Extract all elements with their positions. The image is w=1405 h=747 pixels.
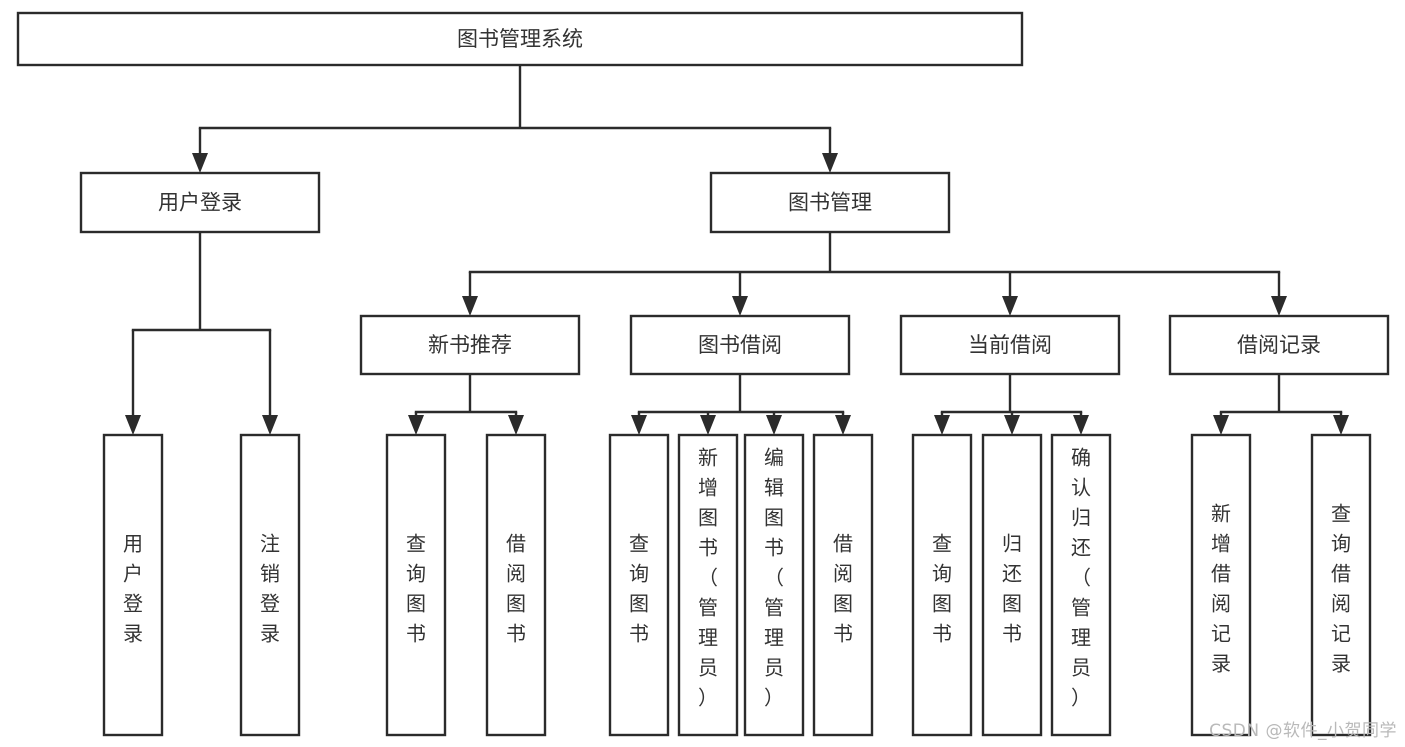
arrow-head-icon-leaf-add-borrow-record (1213, 415, 1229, 435)
node-leaf-logout[interactable]: 注销登录 (239, 433, 301, 737)
node-box-leaf-return-book[interactable] (981, 433, 1043, 737)
node-box-leaf-query-book-recommend[interactable] (385, 433, 447, 737)
node-box-leaf-borrow-book-recommend[interactable] (485, 433, 547, 737)
node-leaf-user-login[interactable]: 用户登录 (102, 433, 164, 737)
node-label-leaf-return-book: 归还图书 (1002, 532, 1022, 646)
arrow-head-icon-leaf-borrow-book-recommend (508, 415, 524, 435)
node-label-current-borrow: 当前借阅 (968, 333, 1052, 357)
node-label-leaf-query-book-recommend: 查询图书 (406, 532, 426, 646)
arrow-head-icon-leaf-edit-book (766, 415, 782, 435)
node-box-leaf-add-book[interactable] (677, 433, 739, 737)
node-book-management[interactable]: 图书管理 (709, 171, 951, 234)
node-box-new-book-recommend[interactable] (359, 314, 581, 376)
arrow-head-icon-leaf-confirm-return (1073, 415, 1089, 435)
node-box-current-borrow[interactable] (899, 314, 1121, 376)
arrow-head-icon-borrow-record (1271, 296, 1287, 316)
node-root[interactable]: 图书管理系统 (16, 11, 1024, 67)
arrow-head-icon-book-borrow (732, 296, 748, 316)
node-leaf-query-book-recommend[interactable]: 查询图书 (385, 433, 447, 737)
arrow-head-icon-leaf-query-borrow-record (1333, 415, 1349, 435)
node-label-book-management: 图书管理 (788, 191, 872, 215)
node-user-login[interactable]: 用户登录 (79, 171, 321, 234)
node-label-leaf-add-borrow-record: 新增借阅记录 (1211, 502, 1231, 676)
node-borrow-record[interactable]: 借阅记录 (1168, 314, 1390, 376)
node-leaf-query-borrow-record[interactable]: 查询借阅记录 (1310, 433, 1372, 737)
arrow-head-icon-leaf-user-login (125, 415, 141, 435)
arrow-head-icon-leaf-return-book (1004, 415, 1020, 435)
connectors-layer (125, 65, 1349, 435)
node-box-leaf-borrow-book[interactable] (812, 433, 874, 737)
node-leaf-query-book[interactable]: 查询图书 (608, 433, 670, 737)
node-box-leaf-add-borrow-record[interactable] (1190, 433, 1252, 737)
node-label-leaf-logout: 注销登录 (260, 532, 280, 646)
node-box-leaf-query-borrow-record[interactable] (1310, 433, 1372, 737)
node-book-borrow[interactable]: 图书借阅 (629, 314, 851, 376)
node-box-leaf-query-book[interactable] (608, 433, 670, 737)
node-label-borrow-record: 借阅记录 (1237, 333, 1321, 357)
node-label-leaf-query-borrow-record: 查询借阅记录 (1331, 502, 1351, 676)
node-label-leaf-edit-book: 编辑图书（管理员） (764, 446, 784, 710)
arrow-head-icon-leaf-borrow-book (835, 415, 851, 435)
node-box-book-management[interactable] (709, 171, 951, 234)
node-label-leaf-query-book: 查询图书 (629, 532, 649, 646)
node-box-book-borrow[interactable] (629, 314, 851, 376)
node-leaf-confirm-return[interactable]: 确认归还（管理员） (1050, 433, 1112, 737)
arrow-head-icon-leaf-query-book-current (934, 415, 950, 435)
node-leaf-borrow-book-recommend[interactable]: 借阅图书 (485, 433, 547, 737)
node-label-user-login: 用户登录 (158, 191, 242, 215)
node-label-leaf-borrow-book-recommend: 借阅图书 (506, 532, 526, 646)
node-box-borrow-record[interactable] (1168, 314, 1390, 376)
node-current-borrow[interactable]: 当前借阅 (899, 314, 1121, 376)
arrow-head-icon-leaf-query-book (631, 415, 647, 435)
node-box-leaf-edit-book[interactable] (743, 433, 805, 737)
node-label-leaf-confirm-return: 确认归还（管理员） (1071, 446, 1091, 710)
nodes-layer: 图书管理系统用户登录图书管理新书推荐图书借阅当前借阅借阅记录用户登录注销登录查询… (16, 11, 1390, 737)
node-label-leaf-query-book-current: 查询图书 (932, 532, 952, 646)
node-leaf-add-borrow-record[interactable]: 新增借阅记录 (1190, 433, 1252, 737)
arrow-head-icon-book-management (822, 153, 838, 173)
node-leaf-query-book-current[interactable]: 查询图书 (911, 433, 973, 737)
node-label-leaf-borrow-book: 借阅图书 (833, 532, 853, 646)
arrow-head-icon-leaf-query-book-recommend (408, 415, 424, 435)
node-label-leaf-add-book: 新增图书（管理员） (698, 446, 718, 710)
node-leaf-borrow-book[interactable]: 借阅图书 (812, 433, 874, 737)
node-label-book-borrow: 图书借阅 (698, 333, 782, 357)
arrow-head-icon-current-borrow (1002, 296, 1018, 316)
node-box-leaf-logout[interactable] (239, 433, 301, 737)
node-box-root[interactable] (16, 11, 1024, 67)
node-box-leaf-query-book-current[interactable] (911, 433, 973, 737)
node-new-book-recommend[interactable]: 新书推荐 (359, 314, 581, 376)
arrow-head-icon-leaf-logout (262, 415, 278, 435)
node-box-user-login[interactable] (79, 171, 321, 234)
node-leaf-return-book[interactable]: 归还图书 (981, 433, 1043, 737)
node-box-leaf-user-login[interactable] (102, 433, 164, 737)
node-label-new-book-recommend: 新书推荐 (428, 333, 512, 357)
node-leaf-add-book[interactable]: 新增图书（管理员） (677, 433, 739, 737)
arrow-head-icon-new-book-recommend (462, 296, 478, 316)
node-label-root: 图书管理系统 (457, 27, 583, 51)
node-box-leaf-confirm-return[interactable] (1050, 433, 1112, 737)
node-label-leaf-user-login: 用户登录 (123, 532, 143, 646)
arrow-head-icon-user-login (192, 153, 208, 173)
node-leaf-edit-book[interactable]: 编辑图书（管理员） (743, 433, 805, 737)
csdn-watermark: CSDN @软件_小贺同学 (1209, 721, 1397, 741)
arrow-head-icon-leaf-add-book (700, 415, 716, 435)
